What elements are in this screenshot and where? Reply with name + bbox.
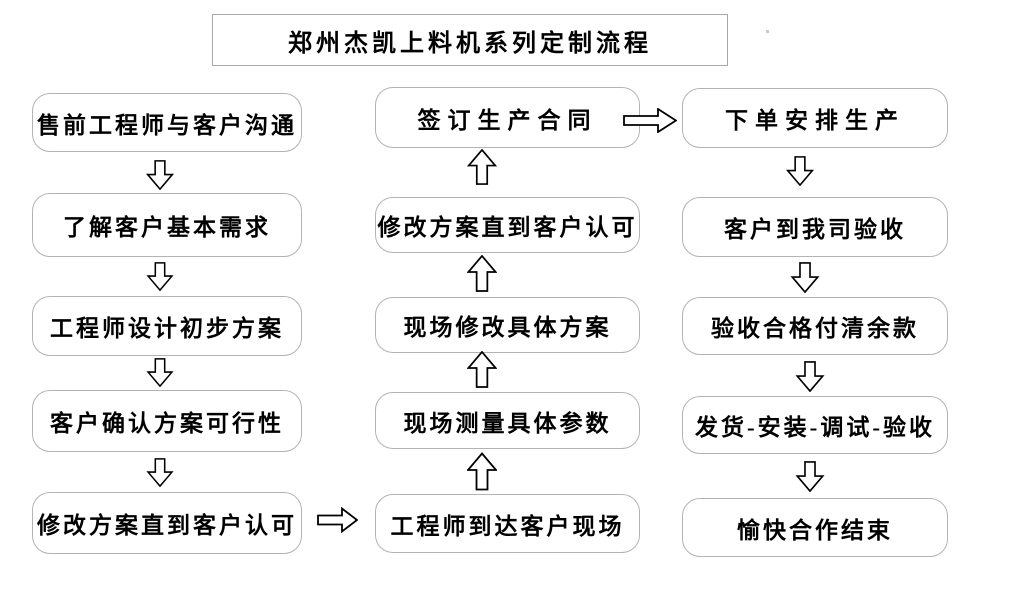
- arrow-down-icon: [785, 156, 815, 186]
- arrow-down-icon: [145, 160, 175, 190]
- step-onsite-measure-params: 现场测量具体参数: [375, 392, 640, 449]
- step-sign-contract: 签订生产合同: [375, 87, 640, 148]
- stray-dot: [766, 30, 769, 33]
- step-cooperation-ends: 愉快合作结束: [682, 498, 948, 557]
- step-customer-acceptance-visit: 客户到我司验收: [682, 197, 948, 257]
- arrow-down-icon: [146, 358, 174, 387]
- flowchart-title: 郑州杰凯上料机系列定制流程: [212, 14, 728, 66]
- step-understand-needs: 了解客户基本需求: [32, 193, 302, 257]
- step-pay-remaining-balance: 验收合格付清余款: [682, 297, 948, 355]
- arrow-down-icon: [146, 262, 174, 291]
- step-confirm-feasibility: 客户确认方案可行性: [32, 390, 302, 452]
- arrow-down-icon: [795, 461, 825, 492]
- arrow-right-icon: [623, 108, 677, 133]
- step-revise-until-approved-middle: 修改方案直到客户认可: [375, 197, 640, 253]
- step-onsite-modify-plan: 现场修改具体方案: [375, 297, 640, 353]
- arrow-right-icon: [317, 507, 358, 533]
- arrow-down-icon: [790, 262, 820, 293]
- arrow-up-icon: [467, 149, 497, 185]
- step-revise-until-approved-left: 修改方案直到客户认可: [32, 492, 302, 554]
- step-place-order-production: 下单安排生产: [682, 88, 948, 148]
- arrow-up-icon: [467, 452, 497, 491]
- step-engineer-arrives-onsite: 工程师到达客户现场: [375, 494, 640, 553]
- step-presales-communication: 售前工程师与客户沟通: [32, 93, 302, 152]
- arrow-down-icon: [146, 458, 174, 487]
- step-design-preliminary-plan: 工程师设计初步方案: [32, 296, 302, 356]
- arrow-up-icon: [467, 351, 497, 388]
- step-ship-install-debug-accept: 发货-安装-调试-验收: [682, 396, 948, 454]
- arrow-down-icon: [795, 361, 825, 392]
- arrow-up-icon: [467, 255, 497, 292]
